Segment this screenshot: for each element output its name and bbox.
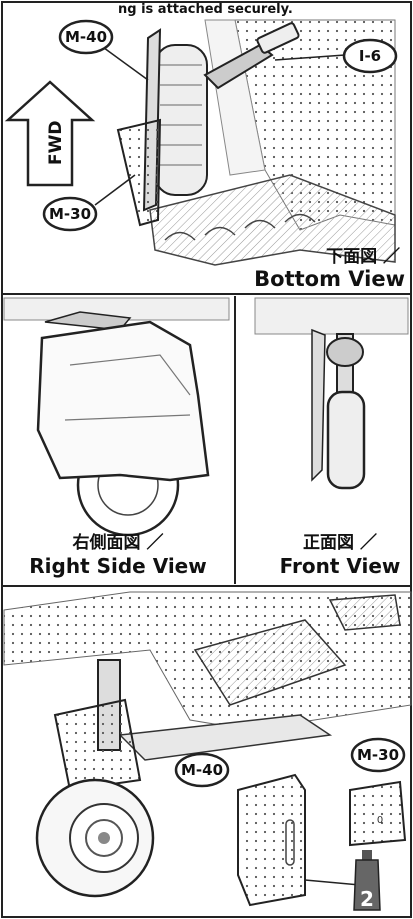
bottom-view-en: Bottom View — [254, 267, 405, 291]
front-view-jp: 正面図 ／ — [303, 532, 377, 553]
strut-i6 — [203, 43, 274, 90]
fwd-arrow: FWD — [4, 80, 96, 187]
fwd-label: FWD — [46, 121, 66, 165]
part-m30-top: M-30 — [49, 205, 91, 223]
right-view-jp: 右側面図 ／ — [73, 532, 164, 553]
paint-code: 2 — [360, 887, 374, 911]
door-side-view — [36, 320, 210, 482]
callout-m30-bottom — [350, 737, 406, 773]
wheel-front-view — [326, 390, 366, 490]
part-m40-bottom: M-40 — [181, 761, 223, 779]
part-m40-detail — [237, 773, 306, 907]
bottom-view-jp: 下面図 ／ — [326, 246, 400, 267]
part-m40-top: M-40 — [65, 28, 107, 46]
bay-structure — [149, 174, 396, 266]
right-view-en: Right Side View — [29, 554, 206, 578]
paint-bottle-icon — [353, 859, 381, 911]
door-m30-top — [116, 118, 162, 227]
part-m30-detail — [349, 780, 407, 847]
svg-text:0: 0 — [377, 815, 383, 826]
header-text: ng is attached securely. — [118, 2, 293, 17]
callout-m30-top — [42, 196, 98, 232]
part-m30-bottom: M-30 — [357, 746, 399, 764]
part-i6: I-6 — [359, 47, 381, 65]
callout-i6 — [342, 38, 398, 74]
callout-m40-bottom — [174, 752, 230, 788]
callout-m40-top — [58, 19, 114, 55]
wheel-bottom-view — [154, 44, 208, 196]
bay-door-panel — [118, 714, 333, 761]
front-view-en: Front View — [280, 554, 401, 578]
